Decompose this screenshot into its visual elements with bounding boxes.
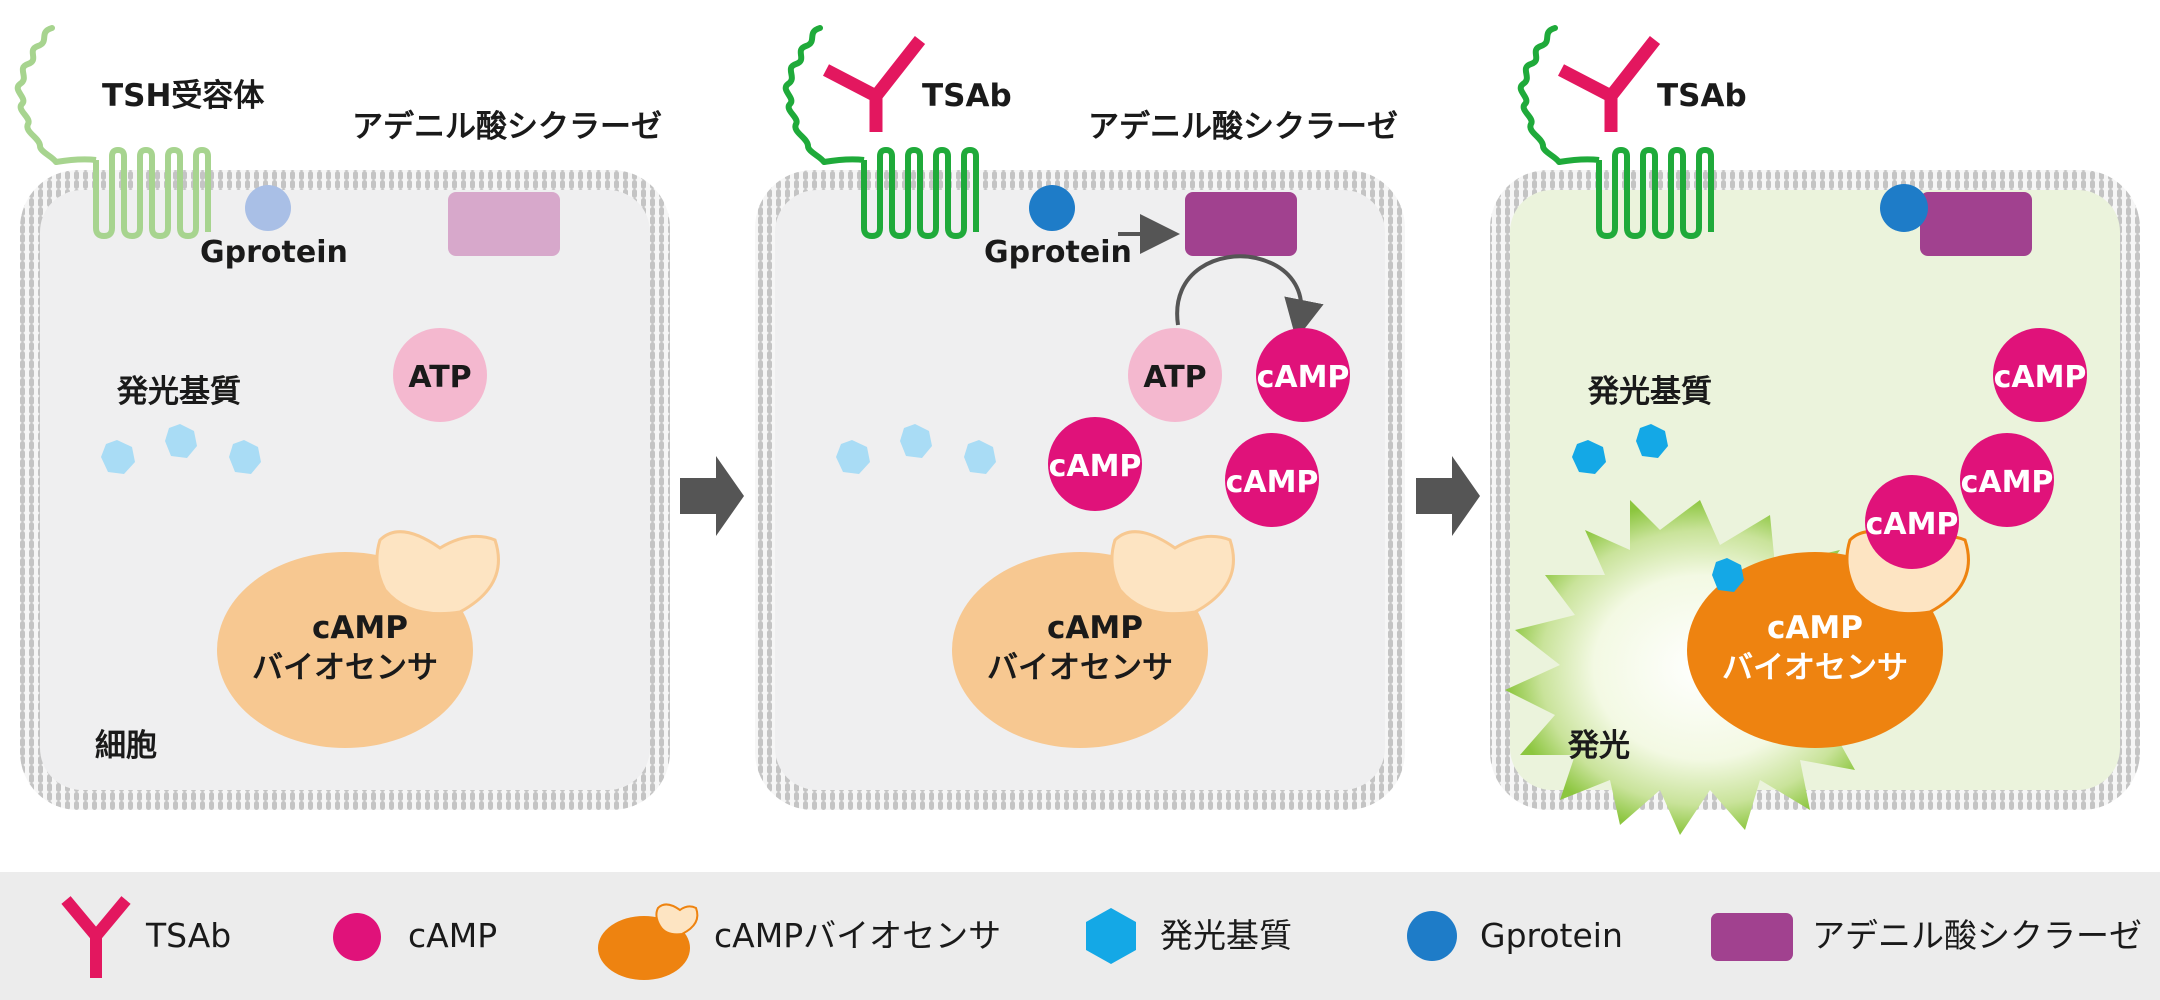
legend-label-adenylate: アデニル酸シクラーゼ (1812, 916, 2142, 955)
legend-label-camp: cAMP (408, 916, 498, 955)
camp-biosensor-icon (598, 903, 699, 980)
substrate-molecule (836, 440, 870, 474)
tsh-receptor-active (782, 25, 979, 239)
tsh-receptor-active (1517, 25, 1714, 239)
conversion-arrow (1175, 254, 1324, 340)
step-arrow-2 (1416, 456, 1480, 536)
gprotein-label: Gprotein (200, 235, 348, 270)
tsab-antibody (1558, 35, 1661, 132)
biosensor-label-line1: cAMP (1767, 610, 1863, 646)
biosensor-label-line1: cAMP (312, 610, 408, 646)
atp-label: ATP (1143, 360, 1206, 395)
legend-label-tsab: TSAb (146, 916, 232, 955)
atp-molecule (393, 328, 487, 422)
adenylate-cyclase-label: アデニル酸シクラーゼ (352, 109, 662, 145)
camp-label: cAMP (1049, 449, 1142, 484)
panel-3-luminescence: TSAb cAMP cAMP 発光基質 cAMP cAMP バイオセンサ 発光 (1490, 25, 2140, 835)
camp-molecule (1960, 433, 2054, 527)
tsh-receptor (14, 25, 211, 239)
camp-label: cAMP (1994, 360, 2087, 395)
adenylate-cyclase-icon (1711, 913, 1793, 961)
luminescent-substrate-label: 発光基質 (1587, 374, 1712, 410)
substrate-bound-to-biosensor (1712, 558, 1744, 592)
gprotein-icon (1407, 911, 1457, 961)
biosensor-label-line2: バイオセンサ (1722, 650, 1908, 686)
substrate-molecule (165, 424, 197, 458)
camp-biosensor-inactive (217, 530, 500, 748)
substrate-molecule (900, 424, 932, 458)
camp-biosensor-inactive (952, 530, 1235, 748)
cell-cytoplasm (40, 190, 650, 790)
biosensor-label-line2: バイオセンサ (987, 650, 1173, 686)
camp-molecule (1225, 433, 1319, 527)
adenylate-cyclase-active (1920, 192, 2032, 256)
adenylate-cyclase-inactive (448, 192, 560, 256)
substrate-molecule (964, 440, 996, 474)
legend: TSAb cAMP cAMPバイオセンサ 発光基質 Gprotein アデニル酸… (0, 872, 2160, 1000)
substrate-molecule (101, 440, 135, 474)
camp-icon (333, 913, 381, 961)
adenylate-cyclase-active (1185, 192, 1297, 256)
atp-molecule (1128, 328, 1222, 422)
substrate-molecule (1636, 424, 1668, 458)
gprotein-active (1880, 184, 1928, 232)
gprotein-inactive (245, 185, 291, 231)
luminescent-substrate-icon (1086, 908, 1136, 964)
legend-label-substrate: 発光基質 (1160, 916, 1292, 955)
cell-label: 細胞 (95, 728, 157, 764)
gprotein-label: Gprotein (984, 235, 1132, 270)
camp-molecule (1256, 328, 1350, 422)
atp-label: ATP (408, 360, 471, 395)
tsab-antibody (823, 35, 926, 132)
camp-label: cAMP (1257, 360, 1350, 395)
biosensor-label-line2: バイオセンサ (252, 650, 438, 686)
luminescent-substrate-label: 発光基質 (116, 374, 241, 410)
panel-1-resting-cell: TSH受容体 アデニル酸シクラーゼ Gprotein ATP 発光基質 cAMP… (14, 25, 670, 810)
gprotein-active (1029, 185, 1075, 231)
tsab-label: TSAb (922, 78, 1012, 114)
camp-label: cAMP (1961, 465, 2054, 500)
step-arrow-1 (680, 456, 744, 536)
camp-molecule (1993, 328, 2087, 422)
luminescence-label: 発光 (1567, 728, 1630, 764)
substrate-molecule (229, 440, 261, 474)
tsh-receptor-label: TSH受容体 (102, 78, 264, 114)
legend-label-camp-biosensor: cAMPバイオセンサ (714, 916, 1002, 955)
tsab-antibody-icon (61, 896, 131, 978)
camp-label: cAMP (1866, 507, 1959, 542)
camp-label: cAMP (1226, 465, 1319, 500)
adenylate-cyclase-label: アデニル酸シクラーゼ (1088, 109, 1398, 145)
substrate-molecule (1572, 440, 1606, 474)
panel-2-tsab-binding: TSAb アデニル酸シクラーゼ Gprotein ATP cAMP cAMP c… (755, 25, 1405, 810)
biosensor-label-line1: cAMP (1047, 610, 1143, 646)
legend-label-gprotein: Gprotein (1480, 916, 1623, 955)
camp-bound-to-biosensor (1865, 475, 1959, 569)
camp-molecule (1048, 417, 1142, 511)
tsab-label: TSAb (1657, 78, 1747, 114)
